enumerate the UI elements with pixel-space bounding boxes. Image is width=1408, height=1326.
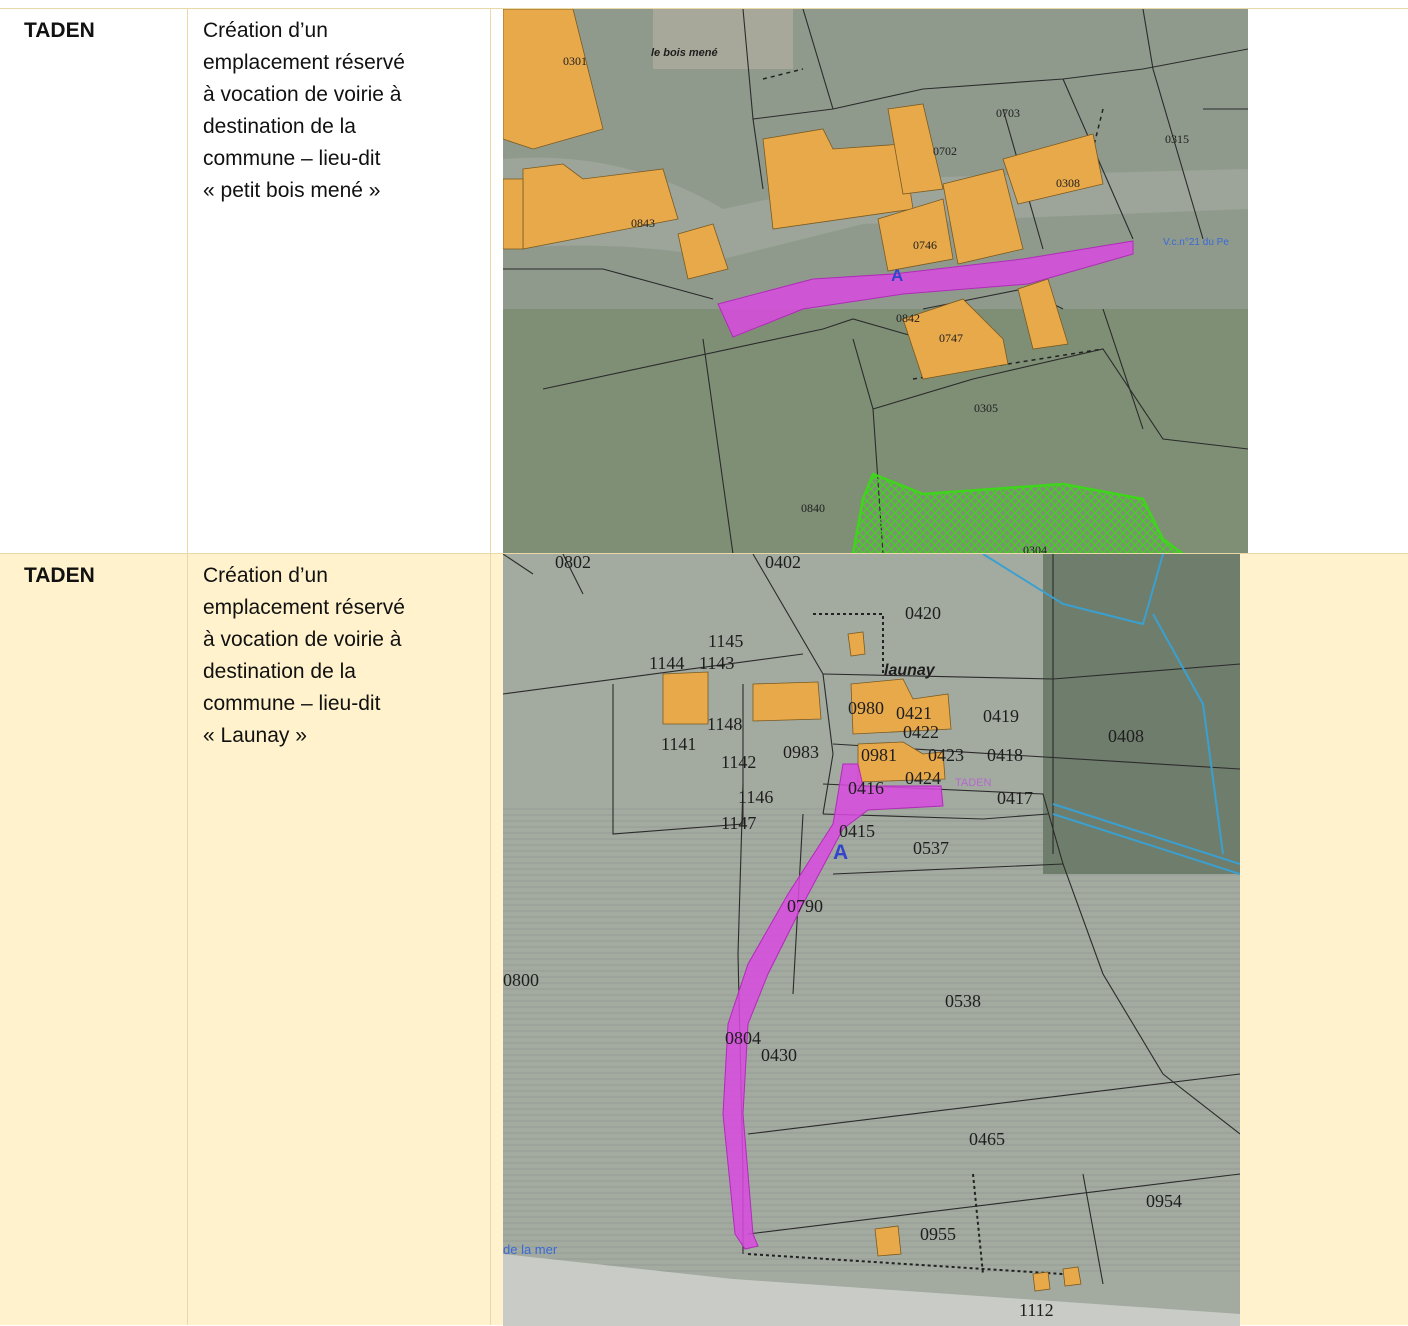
description-cell: Création d’un emplacement réservé à voca… [188, 9, 491, 553]
svg-text:0800: 0800 [503, 970, 539, 990]
svg-text:0408: 0408 [1108, 726, 1144, 746]
svg-text:0304: 0304 [1023, 543, 1047, 554]
svg-text:1148: 1148 [707, 714, 742, 734]
svg-text:0802: 0802 [555, 554, 591, 572]
svg-text:0981: 0981 [861, 745, 897, 765]
svg-text:0538: 0538 [945, 991, 981, 1011]
svg-text:0422: 0422 [903, 722, 939, 742]
parcel-labels: 0301 0703 0702 0315 0308 0843 0746 0842 … [563, 54, 1189, 554]
reserved-area [722, 763, 944, 1250]
map-cell: launay TADEN de la mer A 0802 0402 0420 … [491, 554, 1408, 1326]
svg-text:0954: 0954 [1146, 1191, 1182, 1211]
svg-text:0415: 0415 [839, 821, 875, 841]
svg-text:0702: 0702 [933, 144, 957, 158]
commune-cell: TADEN [0, 9, 188, 553]
buildings [503, 9, 1104, 380]
place-label: launay [884, 662, 936, 679]
svg-text:0421: 0421 [896, 703, 932, 723]
svg-text:1141: 1141 [661, 734, 696, 754]
svg-text:0746: 0746 [913, 238, 937, 252]
svg-text:0983: 0983 [783, 742, 819, 762]
table-row: TADEN Création d’un emplacement réservé … [0, 553, 1408, 1326]
commune-name: TADEN [24, 19, 95, 42]
svg-text:0790: 0790 [787, 896, 823, 916]
svg-text:0703: 0703 [996, 106, 1020, 120]
svg-text:0843: 0843 [631, 216, 655, 230]
svg-text:0423: 0423 [928, 745, 964, 765]
svg-text:1142: 1142 [721, 752, 756, 772]
svg-text:0417: 0417 [997, 788, 1033, 808]
svg-text:0419: 0419 [983, 706, 1019, 726]
svg-text:0980: 0980 [848, 698, 884, 718]
svg-text:0842: 0842 [896, 311, 920, 325]
svg-text:0308: 0308 [1056, 176, 1080, 190]
road-label: de la mer [503, 1242, 558, 1257]
svg-text:1144: 1144 [649, 653, 684, 673]
svg-text:1145: 1145 [708, 631, 743, 651]
svg-text:0420: 0420 [905, 603, 941, 623]
svg-text:0402: 0402 [765, 554, 801, 572]
description-text: Création d’un emplacement réservé à voca… [203, 564, 405, 747]
commune-cell: TADEN [0, 554, 188, 1325]
svg-text:0804: 0804 [725, 1028, 761, 1048]
place-label: le bois mené [651, 47, 718, 59]
water-lines [982, 554, 1240, 875]
parcel-lines [503, 554, 1240, 1285]
svg-text:0430: 0430 [761, 1045, 797, 1065]
svg-text:0416: 0416 [848, 778, 884, 798]
map-cell: le bois mené V.c.n°21 du Pe A 0301 0703 … [491, 9, 1408, 554]
svg-text:0424: 0424 [905, 768, 941, 788]
green-area [851, 472, 1186, 554]
road-label: V.c.n°21 du Pe [1163, 237, 1229, 248]
svg-text:0418: 0418 [987, 745, 1023, 765]
marker-a: A [833, 841, 848, 864]
parcel-labels: 0802 0402 0420 1145 1144 1143 0980 0421 … [503, 554, 1182, 1320]
description-text: Création d’un emplacement réservé à voca… [203, 19, 405, 202]
svg-text:1147: 1147 [721, 813, 756, 833]
svg-text:1146: 1146 [738, 787, 773, 807]
reserved-area [717, 240, 1134, 338]
commune-map-label: TADEN [955, 777, 992, 789]
map-petit-bois-mene: le bois mené V.c.n°21 du Pe A 0301 0703 … [503, 9, 1248, 554]
svg-text:0465: 0465 [969, 1129, 1005, 1149]
marker-a: A [891, 266, 903, 285]
table-row: TADEN Création d’un emplacement réservé … [0, 8, 1408, 554]
map-launay: launay TADEN de la mer A 0802 0402 0420 … [503, 554, 1240, 1326]
buildings [662, 631, 1082, 1292]
svg-text:1143: 1143 [699, 653, 734, 673]
svg-text:0537: 0537 [913, 838, 949, 858]
commune-name: TADEN [24, 564, 95, 587]
svg-text:0315: 0315 [1165, 132, 1189, 146]
cadastral-map: launay TADEN de la mer A 0802 0402 0420 … [503, 554, 1240, 1326]
description-cell: Création d’un emplacement réservé à voca… [188, 554, 491, 1325]
svg-text:0747: 0747 [939, 331, 963, 345]
svg-text:0305: 0305 [974, 401, 998, 415]
svg-text:0301: 0301 [563, 54, 587, 68]
svg-text:1112: 1112 [1019, 1300, 1054, 1320]
svg-text:0840: 0840 [801, 501, 825, 515]
cadastral-map: le bois mené V.c.n°21 du Pe A 0301 0703 … [503, 9, 1248, 554]
svg-text:0955: 0955 [920, 1224, 956, 1244]
